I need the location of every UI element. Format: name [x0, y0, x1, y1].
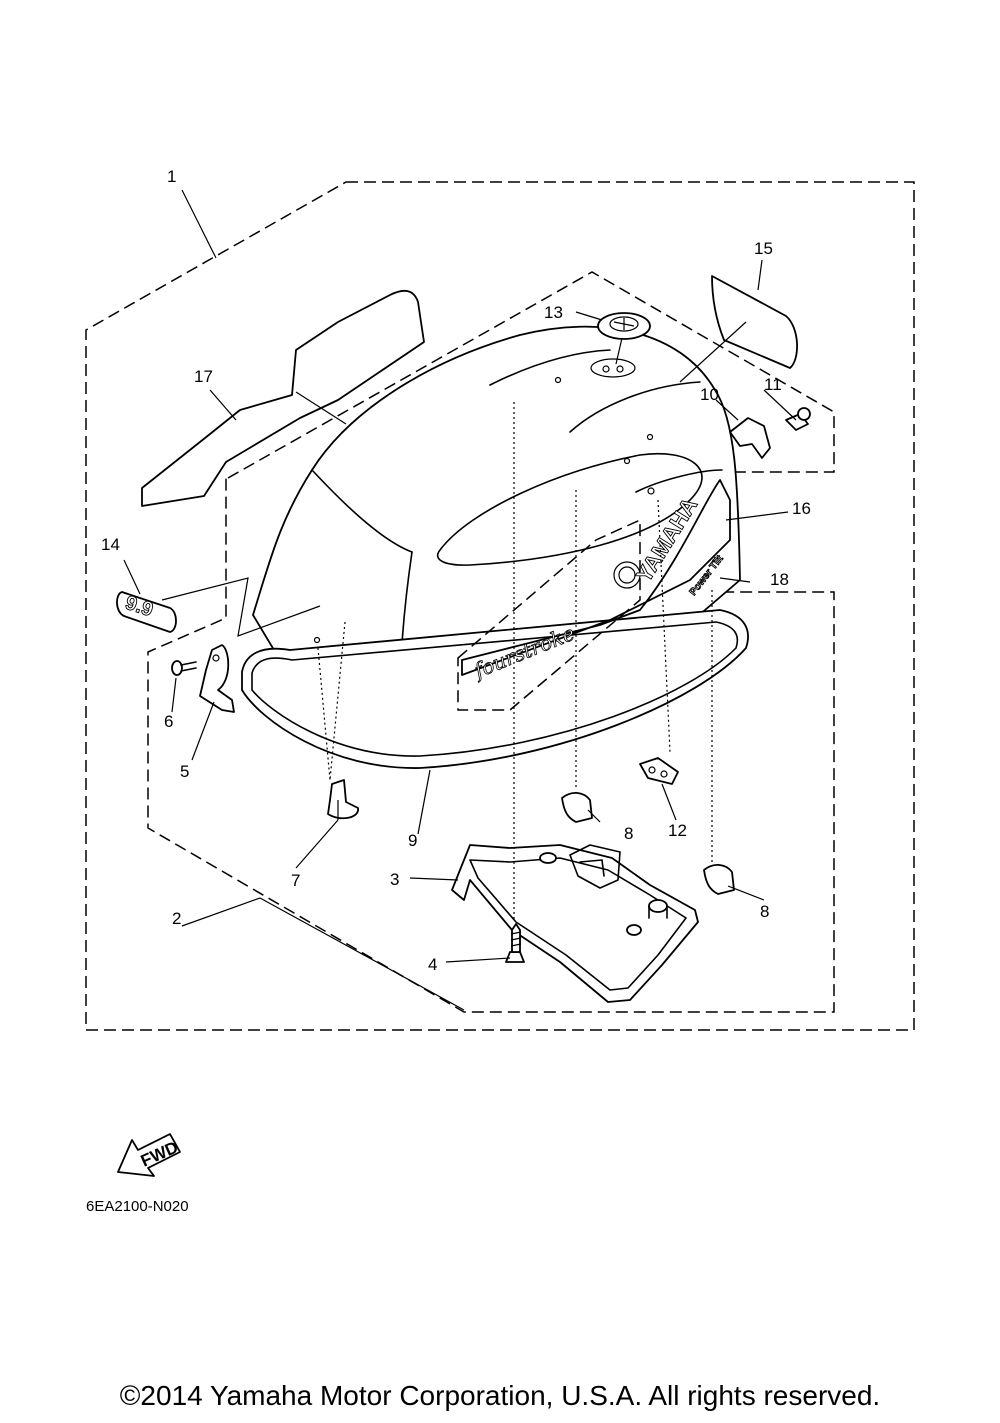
latch-hook — [327, 779, 359, 820]
assembly-boundary-inner — [147, 271, 835, 1013]
cowling-seal — [241, 609, 749, 769]
reference-code: 6EA2100-N020 — [86, 1198, 189, 1215]
callout-11: 11 — [764, 375, 782, 394]
latch-pin — [171, 660, 197, 676]
grommet — [597, 312, 651, 340]
latch-bracket — [199, 644, 235, 713]
callout-13: 13 — [544, 303, 563, 322]
rubber-clip — [639, 757, 679, 785]
callout-16: 16 — [792, 499, 811, 518]
model-badge: 9.9 — [116, 591, 177, 633]
top-bolt — [785, 407, 811, 431]
tapping-screw — [505, 923, 525, 963]
callout-8b: 8 — [760, 902, 769, 921]
callout-7: 7 — [291, 871, 300, 890]
top-bracket — [729, 417, 771, 459]
top-cowling — [252, 325, 741, 706]
callout-17: 17 — [194, 367, 213, 386]
callout-4: 4 — [428, 955, 437, 974]
callout-18: 18 — [770, 570, 789, 589]
side-decal-strip — [141, 289, 425, 507]
leader-lines — [123, 189, 797, 1011]
callout-2: 2 — [172, 909, 181, 928]
callout-labels: 1 2 3 4 5 6 7 8 8 9 10 11 12 13 14 15 16… — [101, 167, 811, 974]
callout-1: 1 — [167, 167, 176, 186]
callout-6: 6 — [164, 712, 173, 731]
callout-9: 9 — [408, 831, 417, 850]
damper-left — [561, 792, 593, 823]
assembly-boundary-outer — [85, 181, 915, 1031]
callout-14: 14 — [101, 535, 120, 554]
fwd-arrow: FWD — [117, 1133, 181, 1177]
callout-15: 15 — [754, 239, 773, 258]
callout-12: 12 — [668, 821, 687, 840]
callout-8a: 8 — [624, 824, 633, 843]
damper-right — [703, 864, 735, 895]
callout-10: 10 — [700, 385, 719, 404]
callout-3: 3 — [390, 870, 399, 889]
callout-5: 5 — [180, 762, 189, 781]
copyright-notice: ©2014 Yamaha Motor Corporation, U.S.A. A… — [119, 1380, 881, 1411]
cover-plate — [711, 275, 798, 369]
bottom-pan — [451, 844, 699, 1003]
